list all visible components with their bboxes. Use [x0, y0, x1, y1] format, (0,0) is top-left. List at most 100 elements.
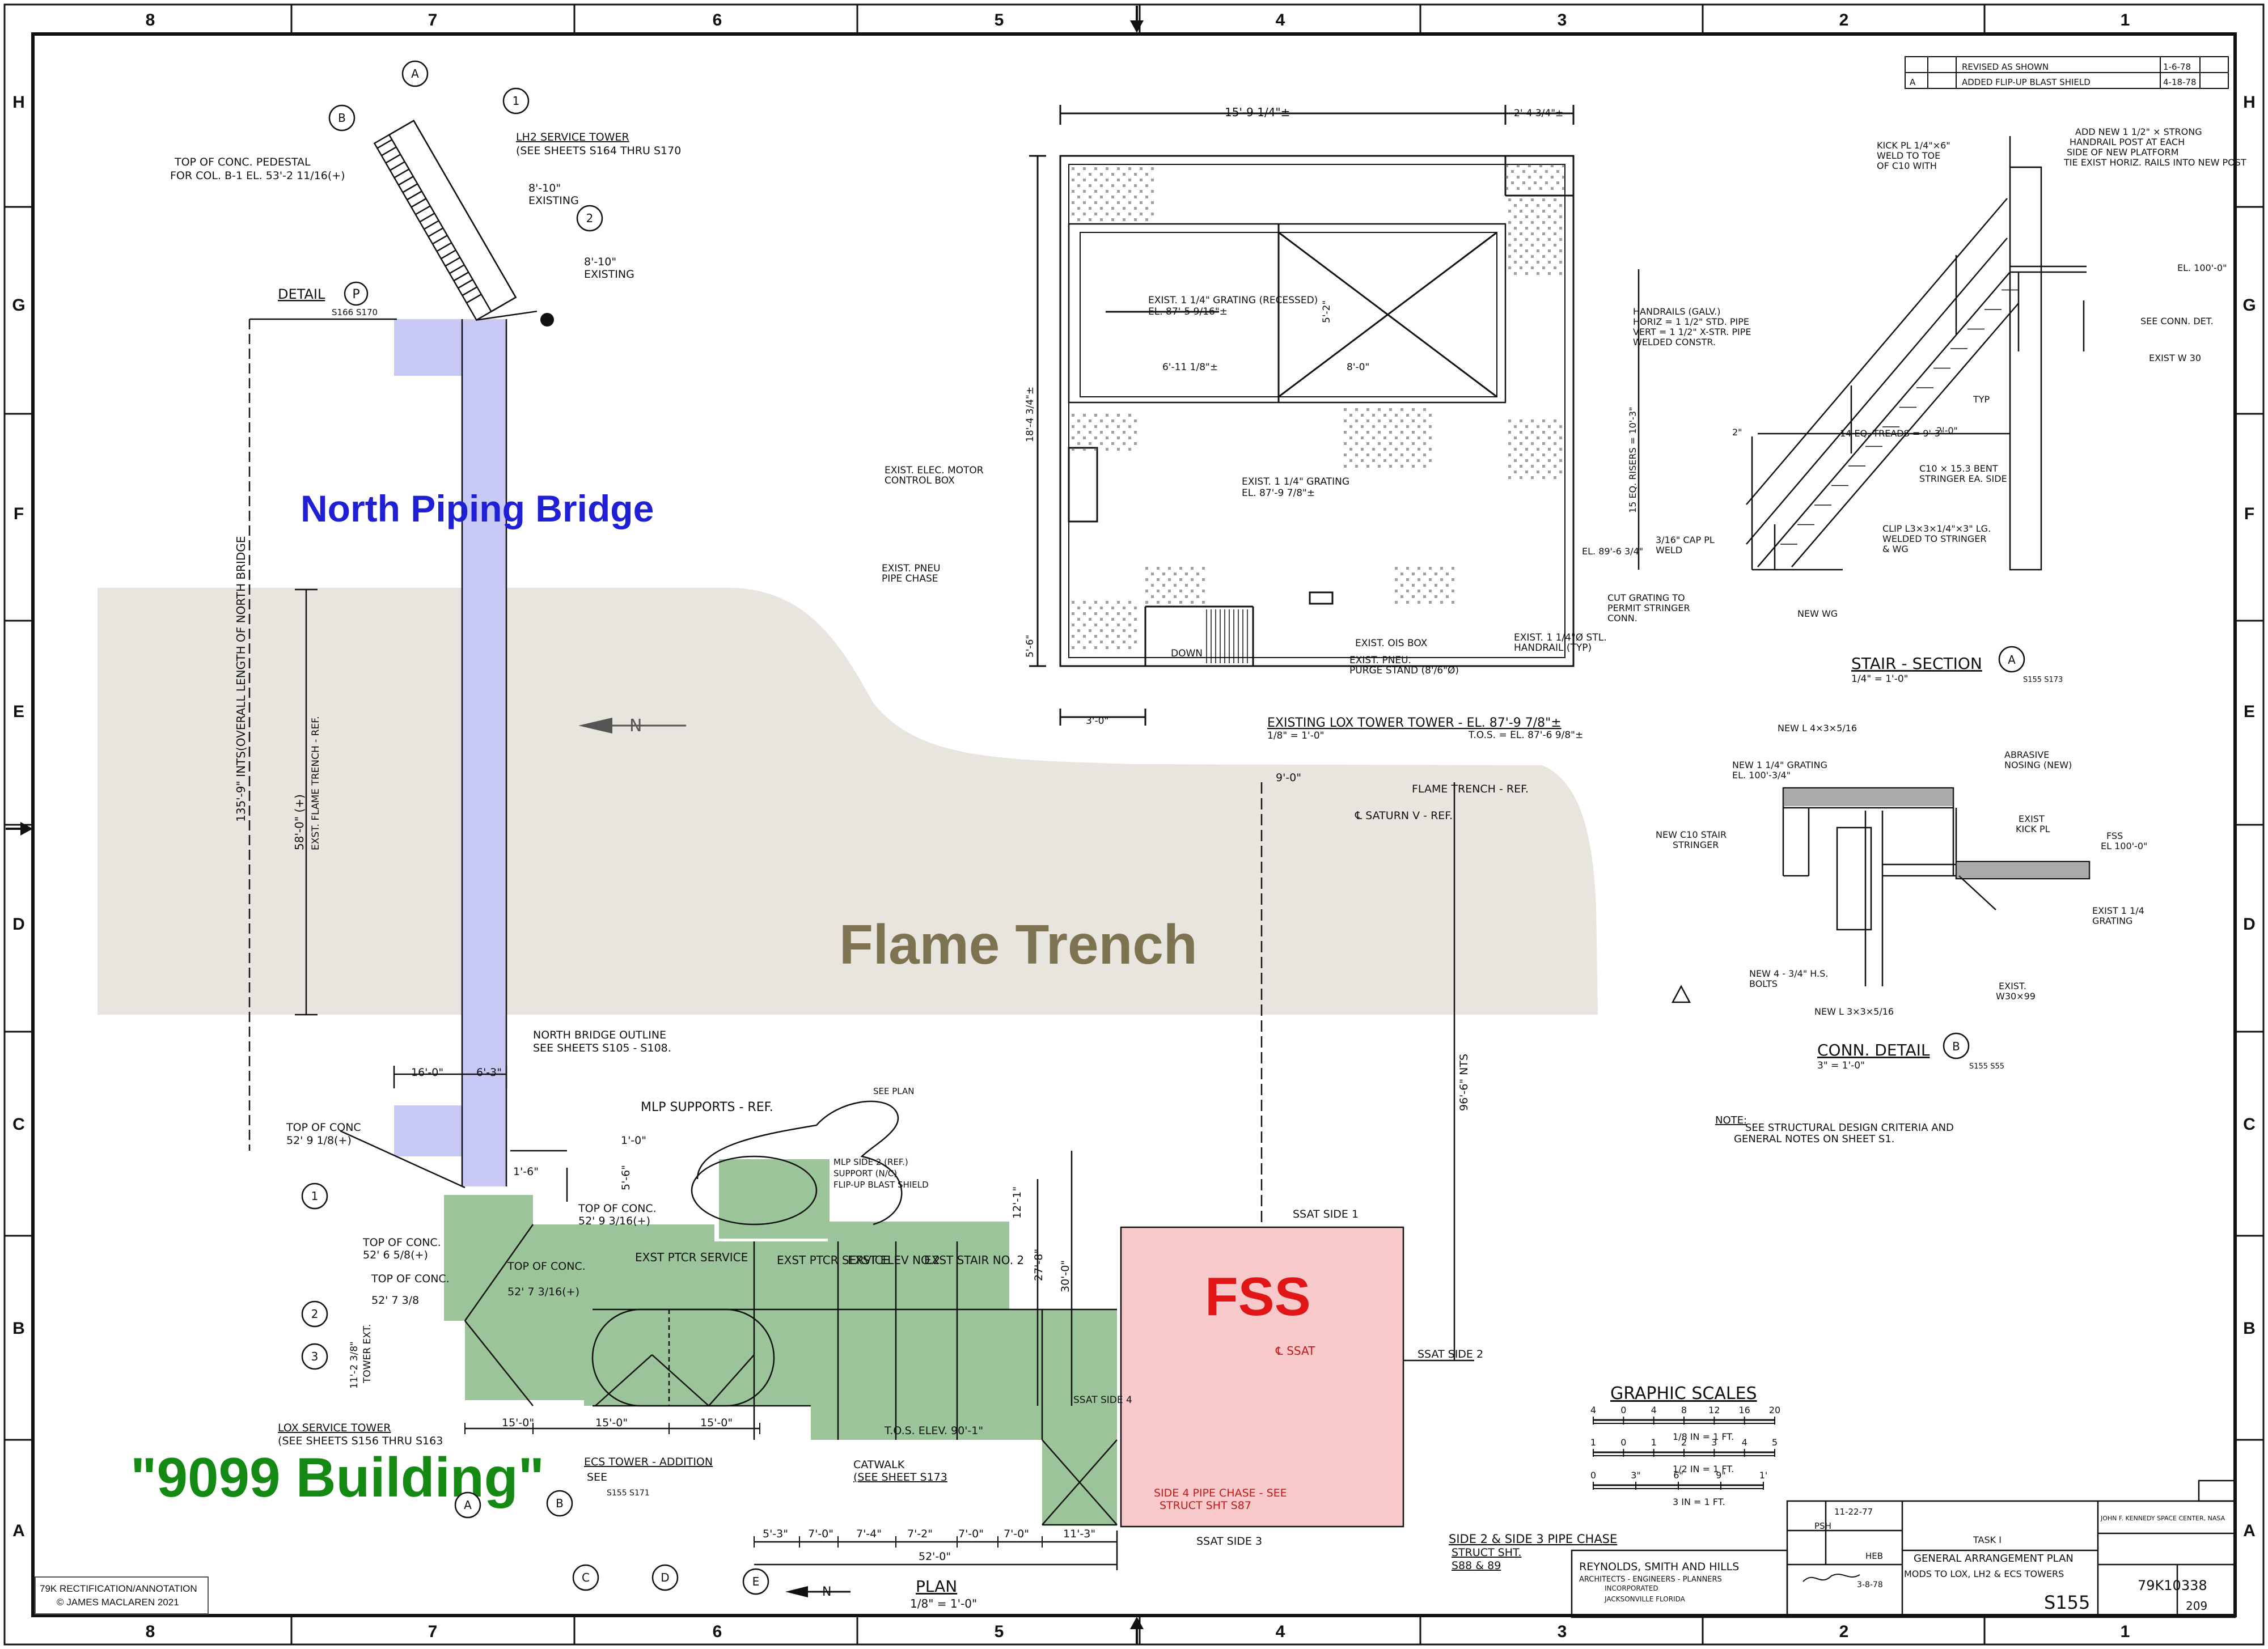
note-ssat-side4: SSAT SIDE 4 [1073, 1394, 1132, 1406]
lox-hatch-cell-3 [1395, 436, 1398, 439]
lox-hatch-cell-4 [1514, 470, 1517, 473]
lox-hatch-cell-3 [1383, 448, 1386, 451]
lox-hatch-cell-0 [1077, 196, 1080, 198]
lox-hatch-cell-0 [1111, 207, 1114, 210]
lox-hatch-cell-3 [1389, 453, 1392, 456]
lox-hatch-cell-3 [1412, 431, 1415, 434]
conn-new-c10: NEW C10 STAIR [1656, 829, 1727, 840]
note-ssat-side3: SSAT SIDE 3 [1196, 1535, 1262, 1548]
tb-sign-date: 3-8-78 [1857, 1580, 1883, 1589]
lox-hatch-cell-2 [1077, 442, 1080, 445]
conn-new-grating: NEW 1 1/4" GRATING [1732, 760, 1827, 770]
plan-north-arrow-icon [785, 1586, 850, 1597]
stair-kick2: WELD TO TOE [1877, 150, 1940, 161]
lox-hatch-cell-6 [1406, 590, 1409, 592]
stair-cut2: PERMIT STRINGER [1607, 603, 1690, 613]
lox-hatch-cell-3 [1372, 436, 1375, 439]
lox-hatch-cell-3 [1361, 459, 1364, 462]
stair-add-new4: TIE EXIST HORIZ. RAILS INTO NEW POST [2063, 157, 2246, 168]
note-dim-6-3: 6'-3" [476, 1066, 502, 1079]
lox-hatch-cell-5 [1191, 590, 1194, 592]
lox-hatch-cell-7 [1134, 641, 1137, 643]
note-mlp-supports: MLP SUPPORTS - REF. [641, 1100, 773, 1114]
lox-hatch-cell-1 [1537, 261, 1539, 264]
lox-hatch-cell-0 [1128, 190, 1131, 193]
note-dim-b-5: 7'-0" [958, 1528, 984, 1540]
lox-hatch-cell-7 [1094, 646, 1097, 649]
lox-hatch-cell-3 [1417, 436, 1420, 439]
lox-hatch-cell-5 [1179, 590, 1182, 592]
plan-linework [464, 782, 1474, 1570]
lox-hatch-cell-0 [1134, 173, 1137, 176]
lox-hatch-cell-6 [1440, 567, 1443, 570]
border-row-right-A: A [2243, 1521, 2256, 1540]
lox-hatch-cell-4 [1548, 425, 1551, 428]
lox-down: DOWN [1171, 648, 1203, 659]
lox-hatch-cell-3 [1400, 419, 1403, 422]
conn-new-bolts2: BOLTS [1749, 978, 1778, 989]
scale-tick-label-0-2: 4 [1651, 1405, 1657, 1415]
lox-hatch-cell-0 [1094, 179, 1097, 181]
lox-hatch-cell-7 [1077, 618, 1080, 621]
stair-kick3: OF C10 WITH [1877, 160, 1937, 171]
lox-hatch-cell-2 [1106, 425, 1108, 428]
lox-hatch-cell-7 [1072, 612, 1074, 615]
lh2-step-9 [415, 205, 431, 215]
scale-tick-label-1-1: 0 [1620, 1437, 1626, 1448]
lox-hatch-cell-7 [1111, 607, 1114, 609]
lox-hatch-cell-1 [1525, 249, 1528, 252]
conn-exist-grating2: GRATING [2092, 915, 2132, 926]
scale-tick-label-2-2: 6" [1673, 1470, 1683, 1481]
lh2-step-10 [419, 213, 435, 223]
lh2-step-13 [432, 235, 448, 245]
note-dim-5-6: 5'-6" [620, 1165, 632, 1190]
note-dim-b-1: 5'-3" [763, 1528, 788, 1540]
lox-hatch-cell-5 [1168, 601, 1171, 604]
lox-hatch-cell-5 [1145, 601, 1148, 604]
border-row-left-D: D [12, 915, 25, 934]
lox-hatch-cell-4 [1520, 453, 1522, 456]
lox-hatch-cell-4 [1520, 431, 1522, 434]
lox-hatch-cell-7 [1077, 607, 1080, 609]
note-dim-30-0: 30'-0" [1059, 1260, 1072, 1292]
lox-hatch-cell-2 [1117, 414, 1120, 417]
lox-hatch-cell-0 [1123, 184, 1125, 187]
lox-hatch-cell-3 [1406, 425, 1409, 428]
lh2-step-4 [393, 168, 409, 179]
border-row-right-D: D [2243, 915, 2256, 934]
lox-hatch-cell-1 [1508, 266, 1511, 269]
lox-dim-6-11: 6'-11 1/8"± [1162, 362, 1218, 373]
conn-ref: S155 S55 [1969, 1062, 2004, 1071]
revision-date1: 1-6-78 [2163, 62, 2191, 72]
conn-title-mark: B [1952, 1040, 1960, 1053]
note-detail-ref: S166 S170 [332, 307, 378, 317]
lox-hatch-cell-0 [1106, 179, 1108, 181]
lox-hatch-cell-3 [1395, 414, 1398, 417]
lox-hatch-cell-3 [1383, 425, 1386, 428]
lox-hatch-cell-5 [1162, 584, 1165, 587]
lox-hatch-cell-1 [1559, 272, 1562, 275]
lox-hatch-cell-7 [1072, 601, 1074, 604]
lox-hatch-cell-1 [1531, 232, 1534, 235]
note-trench-ref: EXST. FLAME TRENCH - REF. [310, 716, 321, 850]
lox-hatch-cell-2 [1134, 419, 1137, 422]
detail-bubble [344, 281, 369, 306]
lh2-step-2 [385, 154, 401, 164]
lox-tos: T.O.S. = EL. 87'-6 9/8"± [1468, 730, 1583, 741]
lox-hatch-cell-1 [1525, 204, 1528, 207]
lox-hatch-cell-5 [1191, 601, 1194, 604]
lox-hatch-cell-2 [1083, 425, 1086, 428]
lox-hatch-cell-4 [1520, 419, 1522, 422]
bubble-lh2-b: B [338, 111, 346, 125]
note-tos-elev: T.O.S. ELEV. 90'-1" [884, 1425, 983, 1437]
lox-hatch-cell-5 [1179, 601, 1182, 604]
lox-hatch-cell-3 [1412, 453, 1415, 456]
lox-hatch-cell-3 [1389, 442, 1392, 445]
lox-hatch-cell-0 [1140, 213, 1143, 215]
note-ecs-ref: S155 S171 [607, 1489, 650, 1498]
border-row-left-F: F [14, 505, 24, 523]
lox-hatch-cell-8 [1539, 164, 1542, 167]
lox-hatch-cell-8 [1505, 187, 1508, 190]
lox-hatch-cell-3 [1412, 465, 1415, 468]
